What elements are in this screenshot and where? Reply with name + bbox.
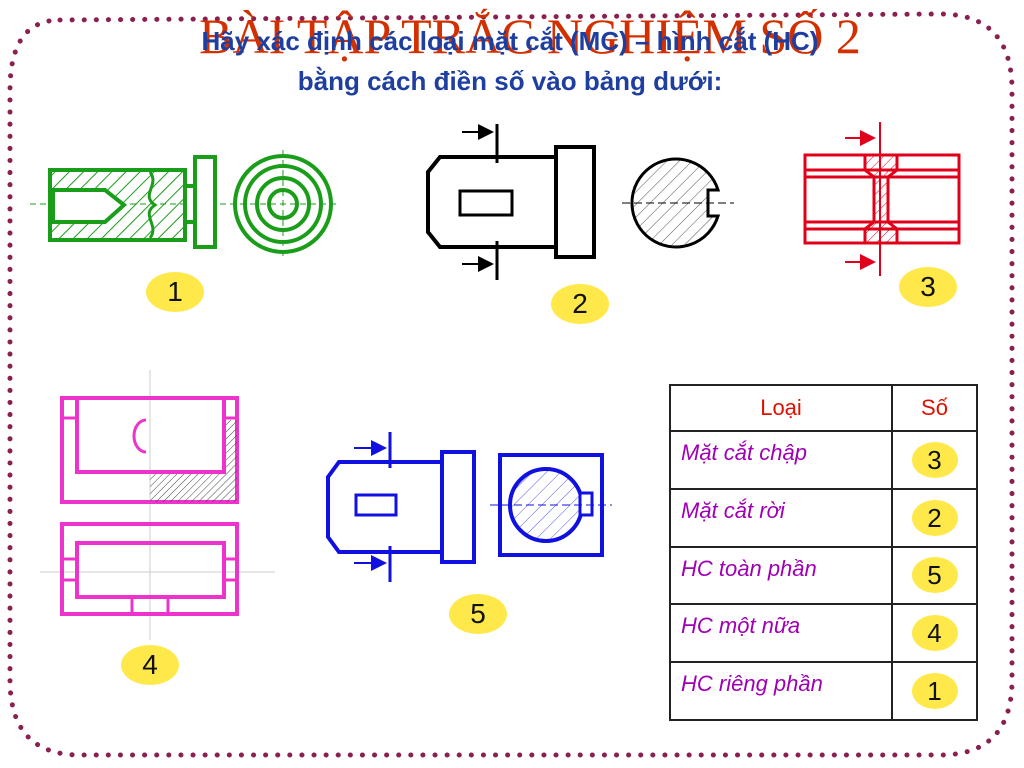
table-row: HC toàn phần 5 xyxy=(669,545,978,606)
header-kind: Loại xyxy=(669,384,893,432)
dotted-frame xyxy=(7,11,1015,758)
row-number: 3 xyxy=(911,441,958,478)
row-number-cell[interactable]: 5 xyxy=(891,545,978,606)
table-row: Mặt cắt rời 2 xyxy=(669,487,978,548)
figure-label-4: 4 xyxy=(121,645,179,685)
row-number: 1 xyxy=(911,673,958,710)
figure-4-drawing xyxy=(40,370,275,640)
table-header-row: Loại Số xyxy=(669,384,978,432)
answer-table: Loại Số Mặt cắt chập 3 Mặt cắt rời 2 HC … xyxy=(669,384,978,721)
row-number-cell[interactable]: 4 xyxy=(891,603,978,664)
row-number: 4 xyxy=(911,615,958,652)
header-number: Số xyxy=(891,384,978,432)
row-number-cell[interactable]: 2 xyxy=(891,487,978,548)
row-number: 5 xyxy=(911,557,958,594)
row-kind: HC toàn phần xyxy=(669,545,893,606)
row-number-cell[interactable]: 1 xyxy=(891,661,978,721)
table-row: HC một nữa 4 xyxy=(669,603,978,664)
figure-label-3: 3 xyxy=(899,267,957,307)
row-number-cell[interactable]: 3 xyxy=(891,430,978,490)
figure-5-drawing xyxy=(326,432,612,582)
figure-label-5: 5 xyxy=(449,594,507,634)
table-row: Mặt cắt chập 3 xyxy=(669,430,978,490)
figure-2-drawing xyxy=(426,124,734,280)
row-kind: Mặt cắt rời xyxy=(669,487,893,548)
row-kind: HC một nữa xyxy=(669,603,893,664)
row-kind: Mặt cắt chập xyxy=(669,430,893,490)
slide-title: BÀI TẬP TRẮC NGHIỆM SỐ 2 xyxy=(199,8,861,64)
row-kind: HC riêng phần xyxy=(669,661,893,721)
table-row: HC riêng phần 1 xyxy=(669,661,978,721)
figure-label-1: 1 xyxy=(146,272,204,312)
instruction-line-1: Hãy xác định các loại mặt cắt (MC) – hìn… xyxy=(201,26,819,56)
row-number: 2 xyxy=(911,499,958,536)
instruction-line-2: bằng cách điền số vào bảng dưới: xyxy=(297,66,723,96)
figure-label-2: 2 xyxy=(551,284,609,324)
figure-1-drawing xyxy=(30,150,340,258)
figure-3-drawing xyxy=(803,122,961,276)
